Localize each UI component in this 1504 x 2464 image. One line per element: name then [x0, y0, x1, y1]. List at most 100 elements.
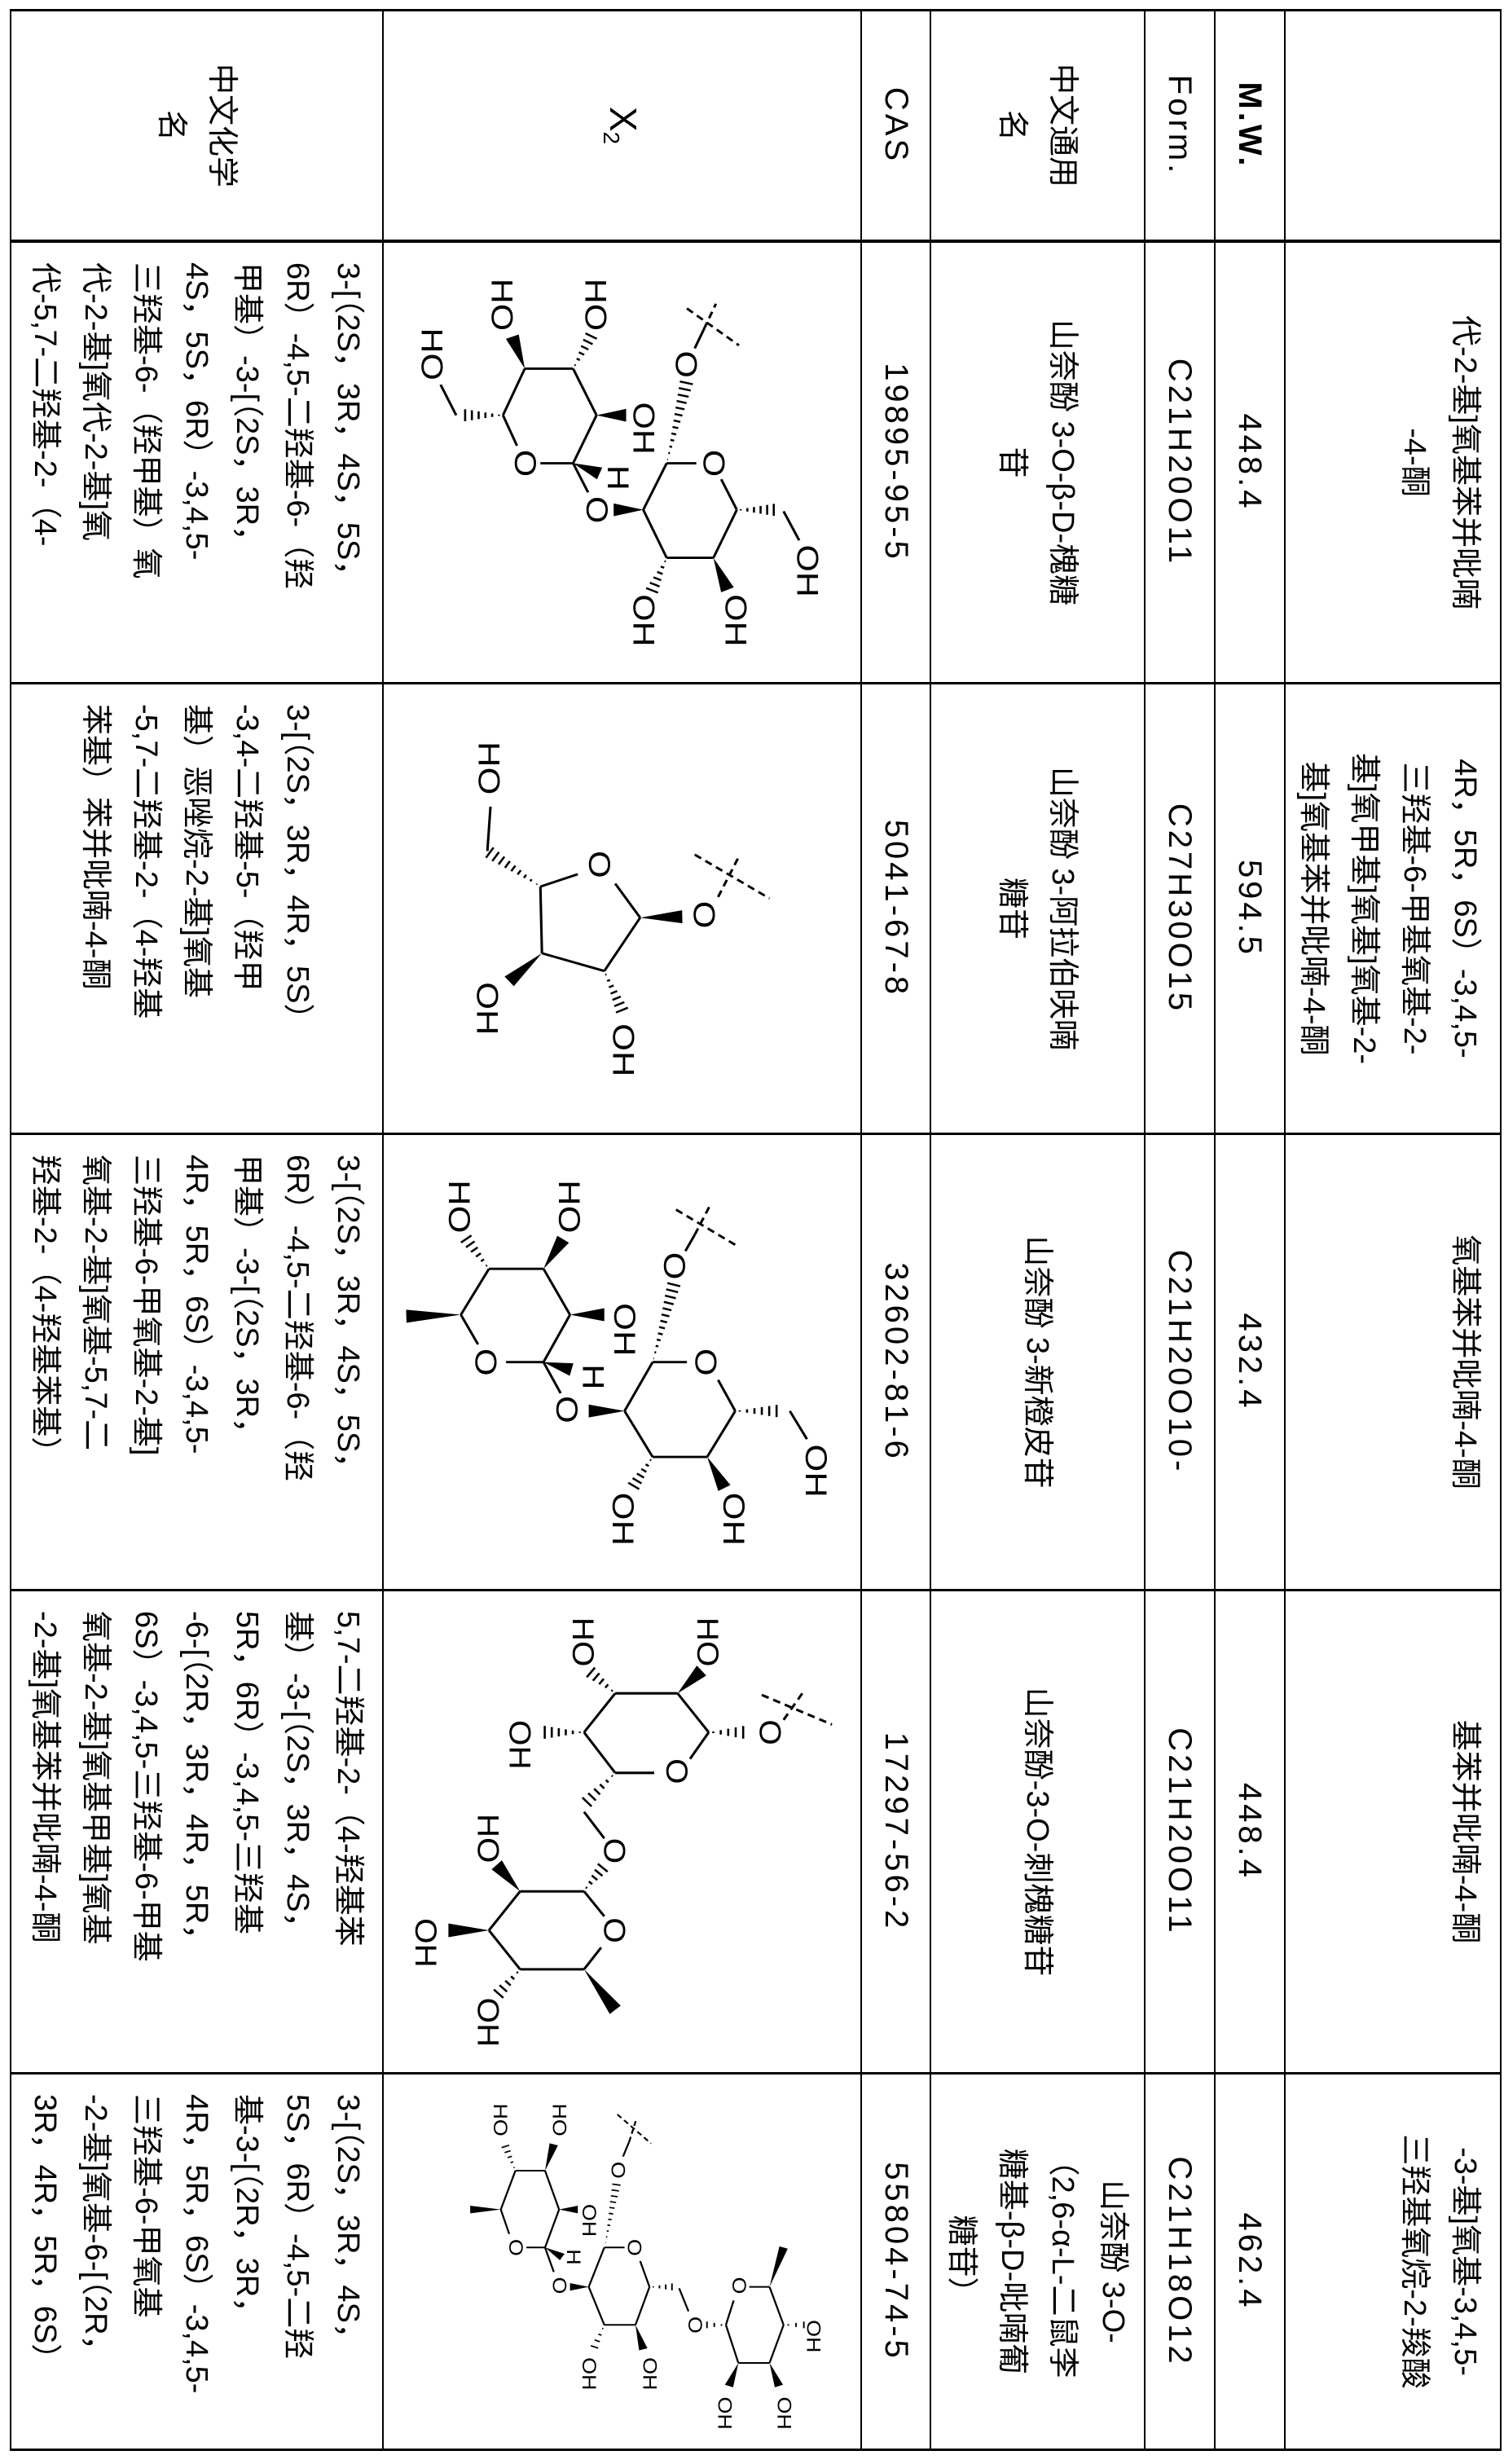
- continuation-cell: 氧基苯并吡喃-4-酮: [1284, 1135, 1500, 1591]
- hash-bond-mark: [677, 393, 689, 398]
- bond: [499, 2170, 517, 2210]
- x2-subscript: 2: [599, 131, 625, 145]
- bond: [639, 2260, 651, 2287]
- hash-bond-mark: [610, 1775, 613, 1778]
- formula-value: C21H20O11: [1162, 358, 1198, 567]
- hash-bond-mark: [609, 2212, 613, 2215]
- wedge-bond: [769, 2362, 784, 2387]
- chem-name-cell: 3-[（2S，3R，4R，5S）-3,4-二羟基-5-（羟甲基）恶唑烷-2-基]…: [10, 684, 382, 1135]
- wedge-bond: [448, 1923, 490, 1938]
- attachment-bond: [693, 853, 771, 900]
- hash-bond-mark: [529, 878, 533, 882]
- wedge-bond: [635, 2325, 648, 2351]
- hash-bond-mark: [666, 1288, 679, 1294]
- text-line: 三羟基-6-甲氧基: [129, 2094, 164, 2318]
- bond: [539, 887, 543, 953]
- bond: [583, 1731, 617, 1774]
- header-x2-label: X2: [599, 107, 646, 144]
- text-line: 基）恶唑烷-2-基]氧基: [179, 704, 214, 999]
- hash-bond-mark: [585, 332, 598, 340]
- text-line: 基]氧基苯并吡喃-4-酮: [1296, 761, 1330, 1056]
- hash-bond-mark: [510, 2161, 514, 2163]
- atom-label: HO: [578, 279, 612, 331]
- atom-label: O: [728, 2277, 749, 2295]
- hash-bond-mark: [591, 1672, 600, 1682]
- hash-bond-mark: [663, 1300, 675, 1305]
- text-line: 基-3-[（2R，3R，: [230, 2094, 265, 2329]
- bond: [572, 415, 598, 464]
- hash-bond-mark: [636, 1472, 645, 1479]
- text-line: 名: [995, 109, 1030, 141]
- text-line: 6R）-4,5-二羟基-6-（羟: [280, 1155, 315, 1482]
- hash-bond-mark: [485, 847, 495, 859]
- text-line: 山奈酚-3-O-刺槐糖苷: [1020, 1687, 1055, 1977]
- hash-bond-mark: [631, 1477, 643, 1485]
- text-line: 6S）-3,4,5-三羟基-6-甲基: [129, 1611, 164, 1962]
- hash-bond-mark: [470, 1246, 479, 1253]
- common-name-cell: 山奈酚 3-新橙皮苷: [930, 1135, 1144, 1591]
- bond: [768, 2286, 785, 2325]
- bond: [622, 2141, 631, 2157]
- hash-bond-mark: [657, 1332, 663, 1335]
- header-formula-label: Form.: [1162, 74, 1198, 177]
- wedge-bond: [573, 463, 603, 480]
- bond: [693, 328, 706, 350]
- atom-label: HO: [472, 741, 506, 794]
- text-line: -5,7-二羟基-2-（4-羟基: [129, 704, 164, 1019]
- bond: [782, 510, 801, 541]
- attachment-bond: [693, 1203, 712, 1236]
- atom-label: OH: [639, 2357, 660, 2390]
- text-line: 5S，6R）-4,5-二羟: [280, 2094, 315, 2360]
- atom-label: O: [548, 2277, 569, 2295]
- bond: [486, 806, 492, 851]
- wedge-bond: [596, 408, 627, 422]
- formula-cell: C21H20O11: [1144, 243, 1214, 684]
- header-mw-label: M.W.: [1232, 81, 1269, 169]
- hash-bond-mark: [599, 1783, 605, 1789]
- hash-bond-mark: [671, 432, 677, 436]
- mw-value: 462.4: [1232, 2212, 1269, 2311]
- bond: [642, 509, 668, 559]
- hash-bond-mark: [510, 865, 517, 872]
- hash-bond-mark: [516, 1971, 519, 1974]
- hash-bond-mark: [594, 2339, 600, 2343]
- atom-label: HO: [471, 1814, 504, 1863]
- atom-label: OH: [803, 2320, 824, 2352]
- rotated-page: 代-2-基]氧基苯并吡喃-4-酮 4R，5R，6S）-3,4,5- 三羟基-6-甲…: [10, 9, 1502, 2451]
- hash-bond-mark: [611, 2189, 619, 2192]
- formula-value: C21H20O11: [1162, 1727, 1198, 1936]
- attachment-bond: [628, 2119, 637, 2142]
- text-line: 4R，5R，6S）-3,4,5-: [179, 1155, 214, 1454]
- bond: [583, 1947, 603, 1970]
- text-line: 6R）-4,5-二羟基-6-（羟: [280, 262, 315, 590]
- cas-cell: 19895-95-5: [860, 243, 930, 684]
- bond: [613, 882, 641, 919]
- text-line: -3-基]氧基-3,4,5-: [1448, 2147, 1482, 2376]
- hash-bond-mark: [678, 386, 692, 392]
- wedge-bond: [505, 334, 526, 369]
- atom-label: OH: [719, 594, 752, 646]
- atom-label: O: [505, 2239, 526, 2256]
- bond: [460, 1313, 480, 1345]
- wedge-bond: [588, 1404, 625, 1418]
- hash-bond-mark: [605, 1779, 609, 1784]
- continuation-cell: 代-2-基]氧基苯并吡喃-4-酮: [1284, 243, 1500, 684]
- atom-label: HO: [565, 1617, 599, 1667]
- bond: [439, 384, 458, 416]
- text-line: 基]氧甲基]氧基]氧基-2-: [1347, 752, 1381, 1065]
- bond: [642, 462, 668, 511]
- bond: [789, 1410, 808, 1440]
- atom-label: OH: [470, 982, 504, 1035]
- hash-bond-mark: [644, 1463, 649, 1467]
- text-line: 苯基）苯并吡喃-4-酮: [78, 704, 113, 990]
- text-line: （2,6-α-L-二鼠李: [1045, 2145, 1080, 2378]
- hash-bond-mark: [640, 1467, 648, 1473]
- atom-label: HO: [552, 1180, 587, 1233]
- hash-bond-mark: [480, 1258, 485, 1262]
- hash-bond-mark: [649, 1459, 652, 1462]
- bond: [501, 367, 526, 416]
- text-line: 4R，5R，6S）-3,4,5-: [1448, 759, 1482, 1058]
- hash-bond-mark: [578, 351, 585, 356]
